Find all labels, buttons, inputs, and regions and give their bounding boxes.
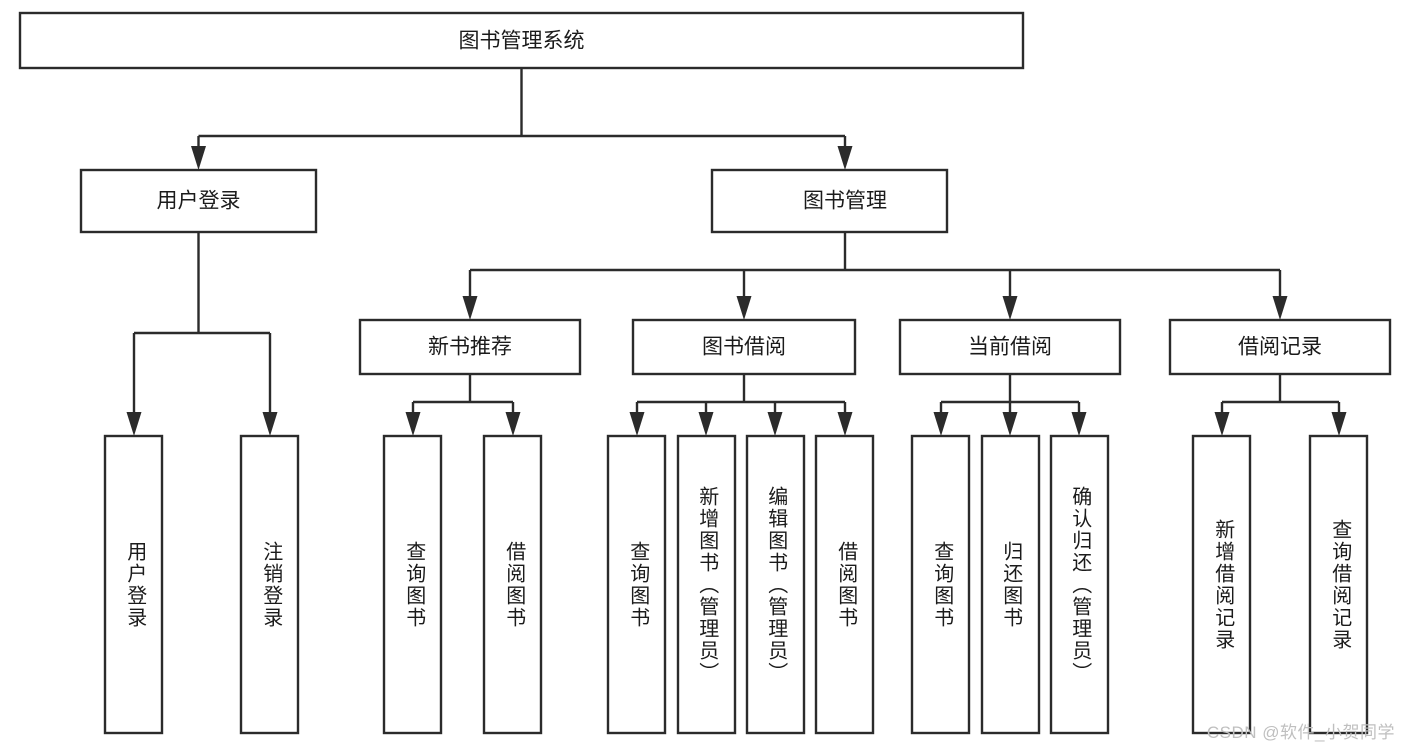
edges-new-book-rec-to-leaves [405, 374, 521, 436]
node-root-system[interactable]: 图书管理系统 [18, 11, 1025, 70]
leaf-node-br-add-record[interactable]: 新增借阅记录 [1191, 434, 1252, 735]
leaf-node-bb-edit-book-label: 编辑图书（管理员） [765, 486, 788, 684]
arrowhead-bb-leaf3 [837, 412, 853, 436]
leaf-node-logout[interactable]: 注销登录 [239, 434, 300, 735]
leaf-node-cb-query-book-box[interactable] [910, 434, 971, 735]
leaf-node-bb-edit-book-box[interactable] [745, 434, 806, 735]
node-book-management-label: 图书管理 [803, 190, 887, 213]
leaf-node-cb-return-book-box[interactable] [980, 434, 1041, 735]
node-book-management[interactable]: 图书管理 [710, 168, 949, 234]
node-current-borrow-box[interactable] [898, 318, 1122, 376]
node-user-login-label: 用户登录 [157, 190, 241, 213]
edges-book-borrow-to-leaves [629, 374, 853, 436]
arrowhead-br-leaf0 [1214, 412, 1230, 436]
leaf-node-bb-add-book[interactable]: 新增图书（管理员） [676, 434, 737, 735]
edges-user-login-to-leaves [126, 232, 278, 436]
leaf-node-cb-confirm-return-label: 确认归还（管理员） [1069, 486, 1092, 684]
node-borrow-record-label: 借阅记录 [1238, 336, 1322, 359]
arrowhead-bb-leaf1 [698, 412, 714, 436]
leaf-node-br-add-record-label: 新增借阅记录 [1212, 519, 1235, 651]
leaf-node-bb-edit-book[interactable]: 编辑图书（管理员） [745, 434, 806, 735]
edges-root-to-level2 [191, 68, 853, 170]
leaf-node-br-query-record[interactable]: 查询借阅记录 [1308, 434, 1369, 735]
leaf-node-user-login-box[interactable] [103, 434, 164, 735]
arrowhead-current-borrow [1002, 296, 1018, 320]
leaf-node-logout-label: 注销登录 [260, 541, 283, 629]
leaf-node-bb-add-book-label: 新增图书（管理员） [696, 486, 719, 684]
leaf-node-bb-borrow-book-label: 借阅图书 [835, 541, 858, 629]
arrowhead-borrow-record [1272, 296, 1288, 320]
node-root-system-label: 图书管理系统 [459, 30, 585, 53]
leaf-node-nbr-borrow-book-box[interactable] [482, 434, 543, 735]
arrowhead-new-book-rec [462, 296, 478, 320]
leaf-node-cb-query-book-label: 查询图书 [931, 541, 954, 629]
leaf-node-cb-return-book-label: 归还图书 [1000, 541, 1023, 629]
node-new-book-recommend-label: 新书推荐 [428, 336, 512, 359]
arrowhead-br-leaf1 [1331, 412, 1347, 436]
leaf-node-nbr-query-book-box[interactable] [382, 434, 443, 735]
arrowhead-book-borrow [736, 296, 752, 320]
arrowhead-cb-leaf0 [933, 412, 949, 436]
node-new-book-recommend[interactable]: 新书推荐 [358, 318, 582, 376]
node-root-system-box[interactable] [18, 11, 1025, 70]
leaf-node-user-login[interactable]: 用户登录 [103, 434, 164, 735]
leaf-node-br-query-record-box[interactable] [1308, 434, 1369, 735]
leaf-node-bb-borrow-book[interactable]: 借阅图书 [814, 434, 875, 735]
leaf-node-cb-query-book[interactable]: 查询图书 [910, 434, 971, 735]
leaf-node-cb-confirm-return[interactable]: 确认归还（管理员） [1049, 434, 1110, 735]
leaf-node-logout-box[interactable] [239, 434, 300, 735]
node-user-login[interactable]: 用户登录 [79, 168, 318, 234]
leaf-node-bb-query-book-box[interactable] [606, 434, 667, 735]
arrowhead-cb-leaf2 [1071, 412, 1087, 436]
arrowhead-book-mgmt [837, 146, 853, 170]
arrowhead-cb-leaf1 [1002, 412, 1018, 436]
leaf-node-cb-confirm-return-box[interactable] [1049, 434, 1110, 735]
arrowhead-nbr-leaf0 [405, 412, 421, 436]
node-current-borrow[interactable]: 当前借阅 [898, 318, 1122, 376]
node-user-login-box[interactable] [79, 168, 318, 234]
leaf-node-cb-return-book[interactable]: 归还图书 [980, 434, 1041, 735]
arrowhead-leaf-logout [262, 412, 278, 436]
leaf-node-nbr-borrow-book-label: 借阅图书 [503, 541, 526, 629]
leaf-node-nbr-borrow-book[interactable]: 借阅图书 [482, 434, 543, 735]
node-new-book-recommend-box[interactable] [358, 318, 582, 376]
node-book-borrow-label: 图书借阅 [702, 336, 786, 359]
leaf-node-br-add-record-box[interactable] [1191, 434, 1252, 735]
leaf-node-user-login-label: 用户登录 [124, 541, 147, 629]
edges-book-mgmt-to-level3 [462, 232, 1288, 320]
leaf-node-bb-query-book-label: 查询图书 [627, 541, 650, 629]
node-book-management-box[interactable] [710, 168, 949, 234]
leaf-node-nbr-query-book-label: 查询图书 [403, 541, 426, 629]
leaf-node-nbr-query-book[interactable]: 查询图书 [382, 434, 443, 735]
leaf-node-bb-borrow-book-box[interactable] [814, 434, 875, 735]
node-borrow-record-box[interactable] [1168, 318, 1392, 376]
leaf-node-bb-query-book[interactable]: 查询图书 [606, 434, 667, 735]
arrowhead-bb-leaf2 [767, 412, 783, 436]
node-borrow-record[interactable]: 借阅记录 [1168, 318, 1392, 376]
edges-current-borrow-to-leaves [933, 374, 1087, 436]
node-current-borrow-label: 当前借阅 [968, 336, 1052, 359]
arrowhead-user-login [191, 146, 206, 170]
node-book-borrow-box[interactable] [631, 318, 857, 376]
arrowhead-leaf-user-login [126, 412, 142, 436]
node-book-borrow[interactable]: 图书借阅 [631, 318, 857, 376]
leaf-node-br-query-record-label: 查询借阅记录 [1329, 519, 1352, 651]
edges-borrow-record-to-leaves [1214, 374, 1347, 436]
arrowhead-nbr-leaf1 [505, 412, 521, 436]
arrowhead-bb-leaf0 [629, 412, 645, 436]
leaf-node-bb-add-book-box[interactable] [676, 434, 737, 735]
